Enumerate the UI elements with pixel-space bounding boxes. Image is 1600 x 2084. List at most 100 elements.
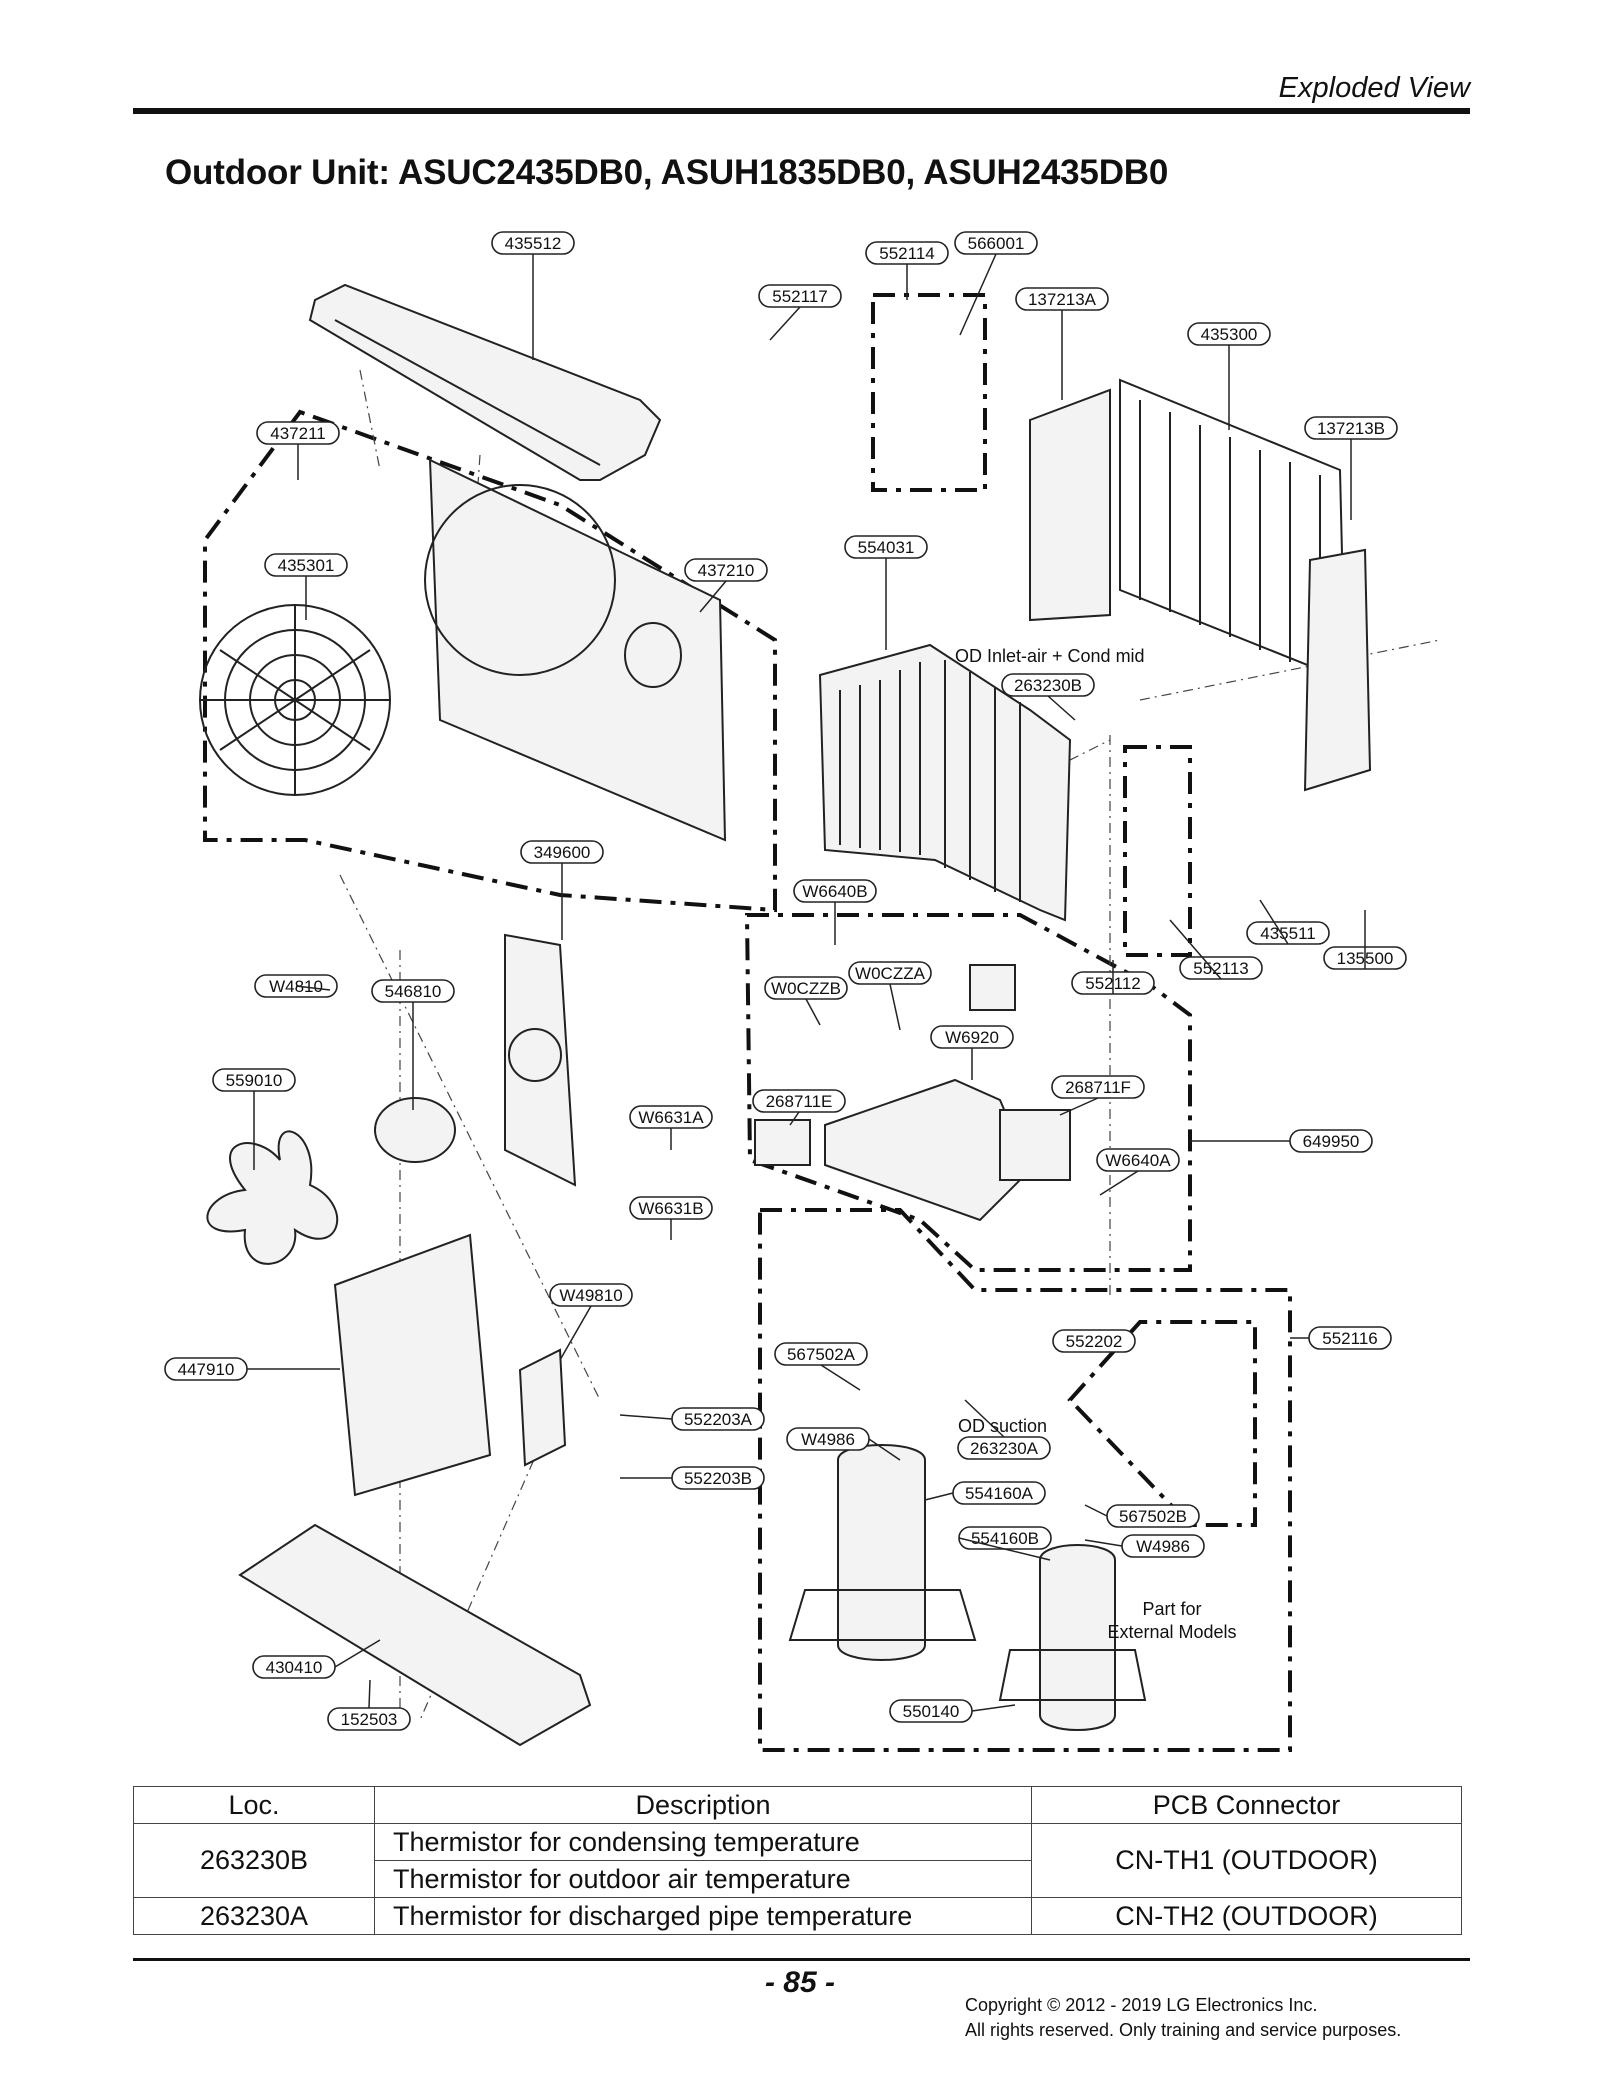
motor-bracket-part	[504, 933, 577, 1187]
svg-text:137213A: 137213A	[1028, 290, 1097, 309]
section-header: Exploded View	[1278, 72, 1470, 104]
propeller-fan-part	[206, 1130, 339, 1265]
callout-W4986-a: W4986	[786, 1427, 870, 1451]
page-number: - 85 -	[764, 1966, 836, 1999]
thermistor-table: Loc. Description PCB Connector 263230B T…	[133, 1786, 1462, 1935]
group-boundary-control-box	[744, 913, 1192, 1272]
svg-text:552202: 552202	[1066, 1332, 1123, 1351]
svg-text:W0CZZA: W0CZZA	[855, 964, 926, 983]
svg-text:W6631A: W6631A	[638, 1108, 704, 1127]
svg-text:559010: 559010	[226, 1071, 283, 1090]
table-cell-loc: 263230B	[133, 1823, 375, 1898]
table-header-loc: Loc.	[133, 1786, 375, 1824]
svg-text:W49810: W49810	[559, 1286, 622, 1305]
table-cell-description: Thermistor for outdoor air temperature	[374, 1860, 1032, 1898]
header-rule	[133, 108, 1470, 114]
callout-550140: 550140	[889, 1699, 973, 1723]
svg-text:435511: 435511	[1260, 924, 1315, 943]
callout-137213B: 137213B	[1304, 416, 1398, 440]
svg-text:349600: 349600	[534, 843, 591, 862]
pcb-268711f	[999, 1109, 1071, 1181]
svg-text:137213B: 137213B	[1317, 419, 1385, 438]
callout-552113: 552113	[1179, 956, 1263, 980]
svg-text:W4986: W4986	[801, 1430, 855, 1449]
footer-rule	[133, 1958, 1470, 1961]
svg-text:430410: 430410	[266, 1658, 323, 1677]
svg-text:567502B: 567502B	[1119, 1507, 1187, 1526]
callout-552203A: 552203A	[671, 1407, 765, 1431]
annotation-part-for-line1: Part for	[1142, 1599, 1201, 1619]
table-cell-pcb: CN-TH1 (OUTDOOR)	[1031, 1823, 1462, 1898]
svg-text:268711F: 268711F	[1065, 1078, 1131, 1097]
svg-text:W6640A: W6640A	[1105, 1151, 1171, 1170]
group-boundary-external-valve	[1067, 1320, 1257, 1527]
svg-text:552203A: 552203A	[684, 1410, 753, 1429]
svg-text:W6640B: W6640B	[802, 882, 867, 901]
fan-motor-part	[374, 1097, 456, 1163]
svg-text:W4986: W4986	[1136, 1537, 1190, 1556]
callout-552114: 552114	[865, 241, 949, 265]
callout-554160A: 554160A	[952, 1481, 1046, 1505]
callout-435512: 435512	[491, 231, 575, 255]
svg-text:554160A: 554160A	[965, 1484, 1034, 1503]
svg-text:435301: 435301	[278, 556, 335, 575]
group-boundary-check-valve	[871, 293, 987, 492]
table-row: 263230A Thermistor for discharged pipe t…	[133, 1897, 1462, 1935]
callout-W4986-b: W4986	[1121, 1534, 1205, 1558]
svg-text:552203B: 552203B	[684, 1469, 752, 1488]
table-cell-pcb: CN-TH2 (OUTDOOR)	[1031, 1897, 1462, 1935]
callout-566001: 566001	[954, 231, 1038, 255]
callout-447910: 447910	[164, 1357, 248, 1381]
partition-part	[333, 1233, 492, 1497]
annotation-od-inlet: OD Inlet-air + Cond mid	[955, 646, 1145, 666]
copyright: Copyright © 2012 - 2019 LG Electronics I…	[965, 1993, 1401, 2043]
callout-554031: 554031	[844, 535, 928, 559]
callout-567502B: 567502B	[1106, 1504, 1200, 1528]
callout-263230A: 263230A	[957, 1436, 1051, 1460]
svg-text:447910: 447910	[178, 1360, 235, 1379]
front-panel-part	[428, 458, 727, 842]
table-header-description: Description	[374, 1786, 1032, 1824]
svg-text:W6631B: W6631B	[638, 1199, 703, 1218]
svg-text:437210: 437210	[698, 561, 755, 580]
svg-text:152503: 152503	[341, 1710, 398, 1729]
svg-text:W6920: W6920	[945, 1028, 999, 1047]
svg-text:567502A: 567502A	[787, 1345, 856, 1364]
callout-W0CZZA: W0CZZA	[848, 961, 932, 985]
callout-W0CZZB: W0CZZB	[764, 976, 848, 1000]
side-panel-part	[1029, 388, 1111, 622]
callout-552202: 552202	[1052, 1329, 1136, 1353]
svg-text:546810: 546810	[385, 982, 442, 1001]
table-cell-loc: 263230A	[133, 1897, 375, 1935]
callout-552117: 552117	[758, 284, 842, 308]
callout-435301: 435301	[264, 553, 348, 577]
callout-W6640B: W6640B	[793, 879, 877, 903]
svg-text:550140: 550140	[903, 1702, 960, 1721]
svg-text:649950: 649950	[1303, 1132, 1360, 1151]
valve-plate-part	[518, 1348, 567, 1467]
callout-W6640A: W6640A	[1096, 1148, 1180, 1172]
table-cell-description: Thermistor for condensing temperature	[374, 1823, 1032, 1861]
callout-W6631A: W6631A	[629, 1105, 713, 1129]
svg-text:566001: 566001	[968, 234, 1025, 253]
annotation-od-suction: OD suction	[958, 1416, 1047, 1436]
svg-text:552117: 552117	[772, 287, 827, 306]
reactor-part	[969, 964, 1016, 1011]
svg-text:552114: 552114	[879, 244, 934, 263]
svg-text:554160B: 554160B	[971, 1529, 1039, 1548]
callout-567502A: 567502A	[774, 1342, 868, 1366]
callout-W49810: W49810	[549, 1283, 633, 1307]
callout-263230B: 263230B	[1001, 673, 1095, 697]
compressor-554160b-part	[1039, 1544, 1116, 1731]
svg-text:435300: 435300	[1201, 325, 1258, 344]
table-header-row: Loc. Description PCB Connector	[133, 1786, 1462, 1824]
callout-268711F: 268711F	[1051, 1075, 1145, 1099]
callout-152503: 152503	[327, 1707, 411, 1731]
table-cell-description: Thermistor for discharged pipe temperatu…	[374, 1897, 1032, 1935]
callout-559010: 559010	[212, 1068, 296, 1092]
group-boundary-compressor	[758, 1208, 1292, 1752]
callout-437211: 437211	[256, 421, 340, 445]
svg-text:437211: 437211	[270, 424, 325, 443]
copyright-line-1: Copyright © 2012 - 2019 LG Electronics I…	[965, 1995, 1318, 2015]
svg-text:435512: 435512	[505, 234, 562, 253]
